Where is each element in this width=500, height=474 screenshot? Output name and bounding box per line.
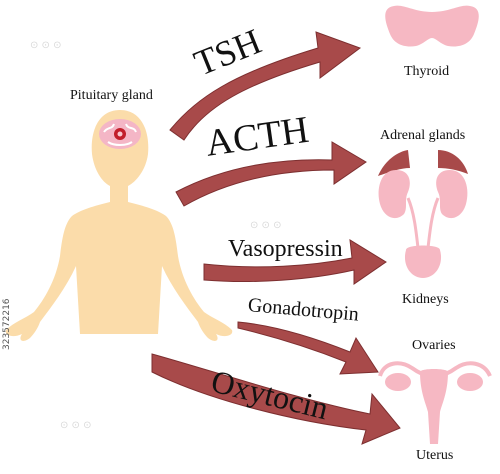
ureter-right	[426, 197, 440, 249]
label-thyroid: Thyroid	[404, 64, 450, 79]
watermark: ⊙ ⊙ ⊙	[60, 420, 92, 431]
reproductive-system	[378, 361, 492, 444]
arrow-tsh	[169, 31, 362, 141]
thyroid-organ	[385, 5, 479, 47]
label-pituitary: Pituitary gland	[70, 88, 153, 103]
ovary-left	[385, 373, 411, 391]
bladder	[404, 245, 442, 278]
kidney-left	[378, 170, 410, 219]
label-ovaries: Ovaries	[412, 338, 456, 353]
kidney-right	[436, 170, 468, 219]
arrow-gonadotropin	[237, 321, 379, 375]
arrow-vasopressin	[203, 239, 387, 285]
hormone-vasopressin: Vasopressin	[228, 236, 343, 262]
label-uterus: Uterus	[416, 448, 454, 463]
urinary-system	[378, 170, 468, 278]
label-kidneys: Kidneys	[402, 292, 449, 307]
label-adrenal: Adrenal glands	[380, 128, 466, 143]
watermark: ⊙ ⊙ ⊙	[250, 220, 282, 231]
arrow-oxytocin	[151, 353, 401, 445]
adrenal-left	[378, 150, 410, 176]
human-figure	[5, 110, 233, 341]
ovary-right	[457, 373, 483, 391]
pituitary-core	[117, 131, 123, 137]
stock-id: 323572216	[2, 298, 12, 350]
brain-folds	[103, 123, 137, 146]
arrow-acth	[175, 141, 367, 207]
uterus-body	[420, 369, 448, 444]
arrows	[151, 31, 401, 445]
watermark: ⊙ ⊙ ⊙	[30, 40, 62, 51]
adrenal-right	[438, 150, 468, 174]
ureter-left	[406, 197, 420, 249]
body-silhouette	[5, 110, 233, 341]
